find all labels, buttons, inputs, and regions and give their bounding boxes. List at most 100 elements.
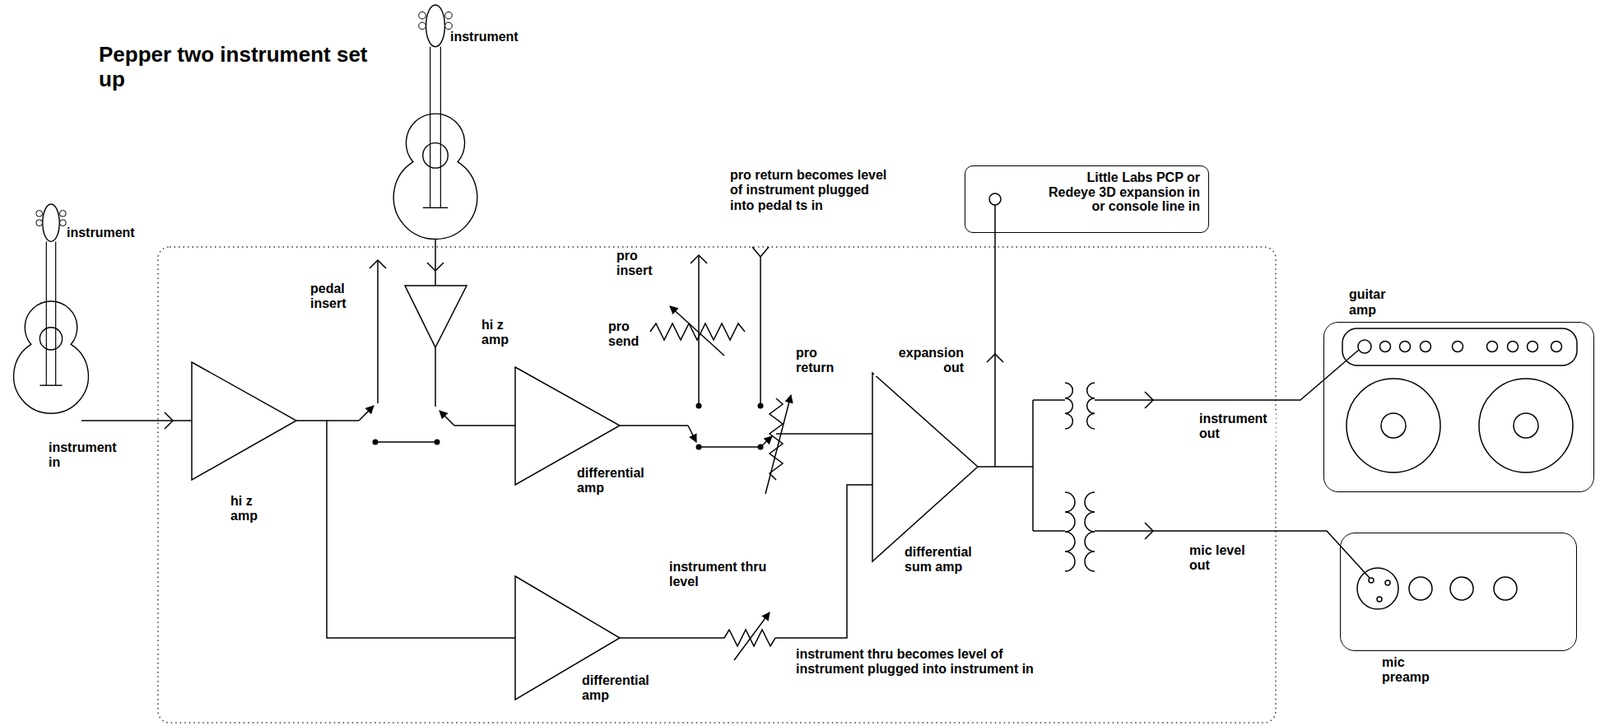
jack-symbol (1144, 522, 1154, 540)
wire (619, 424, 689, 427)
switch-terminal (696, 444, 703, 451)
transformer-symbol (1084, 492, 1095, 572)
mic-preamp-illustration (1368, 577, 1374, 583)
jack-symbol (986, 353, 1004, 363)
guitar-amp-illustration (1507, 341, 1519, 353)
amplifier-symbol (872, 372, 978, 562)
switch-terminal (434, 439, 441, 446)
guitar-amp-illustration (1400, 341, 1411, 353)
control-label: pro return (795, 345, 847, 377)
amplifier-symbol (404, 285, 467, 348)
device-outline (158, 246, 1276, 723)
guitar-amp-illustration (1380, 341, 1391, 353)
guitar-amp-illustration (1381, 413, 1406, 438)
instrument-label: instrument (65, 225, 136, 241)
wire (1032, 530, 1066, 532)
guitar-amp-illustration (1452, 341, 1464, 353)
wire (776, 432, 873, 435)
expansion-jack (989, 193, 1001, 205)
switch-terminal (372, 403, 764, 451)
destination-box: Little Labs PCP or Redeye 3D expansion i… (964, 165, 1210, 233)
potentiometer-symbol (669, 306, 725, 356)
note-label: instrument thru becomes level of instrum… (795, 646, 1044, 678)
potentiometer-symbol (769, 398, 783, 480)
amplifier-symbol (191, 285, 978, 700)
wire (81, 419, 192, 422)
jack-symbol (427, 262, 444, 271)
wire (296, 420, 516, 638)
wire (434, 347, 437, 407)
guitar-amp-illustration (1513, 413, 1539, 438)
wire (697, 255, 700, 406)
wire (454, 424, 516, 427)
amp-label: hi z amp (229, 493, 271, 525)
switch-terminal (372, 439, 379, 446)
wire (759, 256, 762, 406)
mic-preamp: mic preamp (1339, 532, 1577, 652)
amp-label: differential sum amp (903, 544, 995, 576)
jack-symbol (752, 246, 769, 257)
jack-label: pedal insert (309, 281, 363, 312)
instrument-label: instrument (449, 29, 520, 45)
amplifier-symbol (191, 362, 297, 480)
wire (698, 446, 761, 448)
wire (81, 204, 1370, 638)
potentiometer-symbol (765, 395, 791, 494)
wire (326, 419, 359, 422)
wire (1094, 530, 1370, 578)
mic-preamp-illustration (1450, 576, 1474, 600)
diagram-title: Pepper two instrument set up (98, 42, 383, 93)
jack-symbol (690, 255, 707, 264)
guitar-amp-illustration (1342, 328, 1577, 473)
guitar-illustration (13, 4, 478, 414)
device-outline (158, 246, 1276, 723)
amp-label: differential amp (576, 465, 665, 497)
potentiometer-symbol (650, 306, 791, 661)
guitar-amp-illustration (1342, 328, 1577, 366)
jack-symbol (164, 246, 1154, 540)
guitar-amp-illustration (1346, 378, 1441, 473)
control-label: pro send (607, 319, 649, 350)
potentiometer-symbol (724, 629, 776, 647)
jack-label: expansion out (874, 345, 965, 377)
note-label: pro return becomes level of instrument p… (729, 167, 896, 214)
switch-terminal (696, 403, 703, 410)
mic-preamp-illustration (1409, 576, 1433, 600)
jack-label: pro insert (615, 248, 666, 280)
jack-label: instrument out (1198, 411, 1276, 442)
wire (1032, 399, 1066, 401)
wire (376, 260, 379, 404)
switch-contact (358, 405, 374, 421)
wire (775, 484, 873, 638)
wire (1094, 349, 1359, 400)
amp-label: differential amp (581, 673, 670, 704)
guitar-amp: guitar amp (1323, 321, 1595, 493)
box-heading: guitar amp (1348, 287, 1415, 318)
box-text: Little Labs PCP or Redeye 3D expansion i… (1043, 170, 1200, 214)
switch-contact (688, 425, 697, 442)
wire (375, 441, 438, 443)
jack-symbol (164, 412, 173, 429)
expansion-jack (989, 193, 1001, 205)
guitar-amp-illustration (1420, 341, 1432, 353)
transformer-symbol (1065, 382, 1073, 429)
wire (977, 465, 1033, 468)
transformer-symbol (1065, 382, 1095, 572)
guitar-amp-illustration (1358, 339, 1372, 354)
mic-preamp-illustration (1376, 596, 1382, 602)
wire (1032, 400, 1034, 531)
control-label: instrument thru level (668, 559, 787, 591)
mic-preamp-illustration (1357, 567, 1517, 610)
jack-symbol (369, 260, 387, 269)
box-heading: mic preamp (1381, 655, 1448, 686)
guitar-amp-illustration (1479, 378, 1573, 473)
amp-label: hi z amp (480, 317, 522, 349)
wire (619, 637, 725, 639)
switch-terminal (758, 403, 764, 410)
potentiometer-symbol (734, 612, 770, 661)
switch-terminal (758, 444, 764, 451)
jack-label: mic level out (1188, 543, 1263, 574)
jack-label: instrument in (47, 440, 129, 471)
guitar-amp-illustration (1551, 341, 1563, 353)
wire (994, 204, 996, 467)
